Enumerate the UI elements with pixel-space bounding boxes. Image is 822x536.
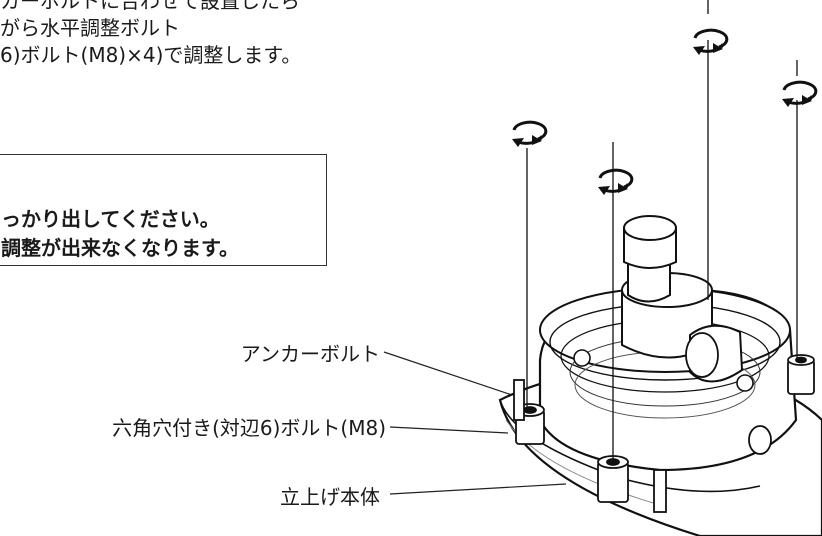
axis-lines bbox=[526, 0, 798, 464]
instruction-text: カーボルトに合わせて設置したら がら水平調整ボルト 6)ボルト(M8)×4)で調… bbox=[0, 0, 420, 69]
rotate-arrow-icon bbox=[596, 168, 634, 197]
leader-anchor-bolt bbox=[383, 351, 513, 396]
center-column bbox=[621, 215, 744, 383]
rotate-arrow-icon bbox=[780, 80, 818, 109]
bolt-left bbox=[513, 379, 545, 445]
caution-line-2: 調整が出来なくなります。 bbox=[1, 236, 239, 260]
caution-box: っかり出してください。 調整が出来なくなります。 bbox=[0, 154, 327, 266]
label-anchor-bolt: アンカーボルト bbox=[240, 342, 380, 366]
label-hex-socket-bolt: 六角穴付き(対辺6)ボルト(M8) bbox=[112, 416, 386, 440]
bolt-right bbox=[787, 354, 815, 395]
instruction-line-3: 6)ボルト(M8)×4)で調整します。 bbox=[0, 43, 302, 67]
instruction-line-2: がら水平調整ボルト bbox=[0, 16, 180, 40]
caution-line-1: っかり出してください。 bbox=[1, 207, 220, 231]
rotate-arrow-icon bbox=[510, 120, 548, 149]
leader-riser-body bbox=[389, 483, 567, 495]
label-riser-body: 立上げ本体 bbox=[280, 485, 380, 509]
leader-hex-bolt bbox=[389, 426, 509, 434]
rotate-arrow-icon bbox=[691, 28, 729, 57]
instruction-line-1: カーボルトに合わせて設置したら bbox=[0, 0, 300, 13]
